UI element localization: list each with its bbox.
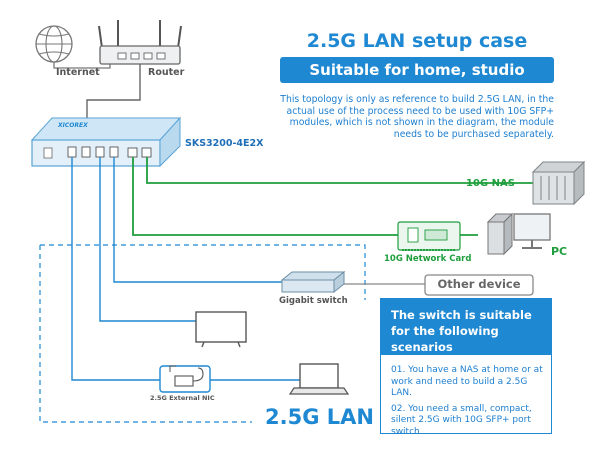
gigabit-switch-label: Gigabit switch bbox=[279, 296, 348, 306]
router-label: Router bbox=[148, 67, 185, 78]
laptop-icon bbox=[288, 363, 350, 395]
page-title: 2.5G LAN setup case bbox=[306, 30, 528, 52]
pc-link bbox=[132, 157, 398, 236]
reference-note: This topology is only as reference to bu… bbox=[280, 94, 554, 140]
gigabit-switch-icon bbox=[280, 270, 346, 294]
scenario-item-1: 01. You have a NAS at home or at work an… bbox=[391, 365, 543, 398]
laptop-link bbox=[71, 157, 300, 381]
tv-link bbox=[99, 157, 196, 322]
nas-icon bbox=[531, 160, 586, 206]
lan-label: 2.5G LAN bbox=[259, 405, 380, 429]
pc-icon bbox=[486, 212, 551, 256]
switch-brand-logo: XICOREX bbox=[58, 122, 88, 129]
scenario-item-2: 02. You need a small, compact, silent 2.… bbox=[391, 403, 532, 437]
other-device-box bbox=[424, 274, 534, 296]
network-card-label: 10G Network Card bbox=[384, 254, 472, 264]
external-nic-icon bbox=[159, 365, 211, 393]
tv-icon bbox=[195, 311, 247, 348]
internet-globe-icon bbox=[35, 25, 73, 63]
subtitle-banner: Suitable for home, studio bbox=[280, 57, 554, 83]
gigabit-switch-link bbox=[113, 157, 282, 283]
network-card-icon bbox=[397, 221, 461, 251]
nas-link bbox=[146, 157, 552, 184]
internet-label: Internet bbox=[56, 67, 100, 78]
external-nic-label: 2.5G External NIC bbox=[150, 394, 215, 402]
scenarios-card: The switch is suitable for the following… bbox=[380, 298, 552, 437]
router-icon bbox=[98, 20, 182, 65]
other-device-label: Other device bbox=[437, 277, 521, 291]
switch-model-label: SKS3200-4E2X bbox=[185, 138, 264, 149]
scenarios-heading: The switch is suitable for the following… bbox=[381, 299, 551, 355]
pc-label: PC bbox=[551, 245, 568, 258]
switch-icon bbox=[30, 116, 182, 168]
nas-label: 10G NAS bbox=[466, 178, 515, 189]
